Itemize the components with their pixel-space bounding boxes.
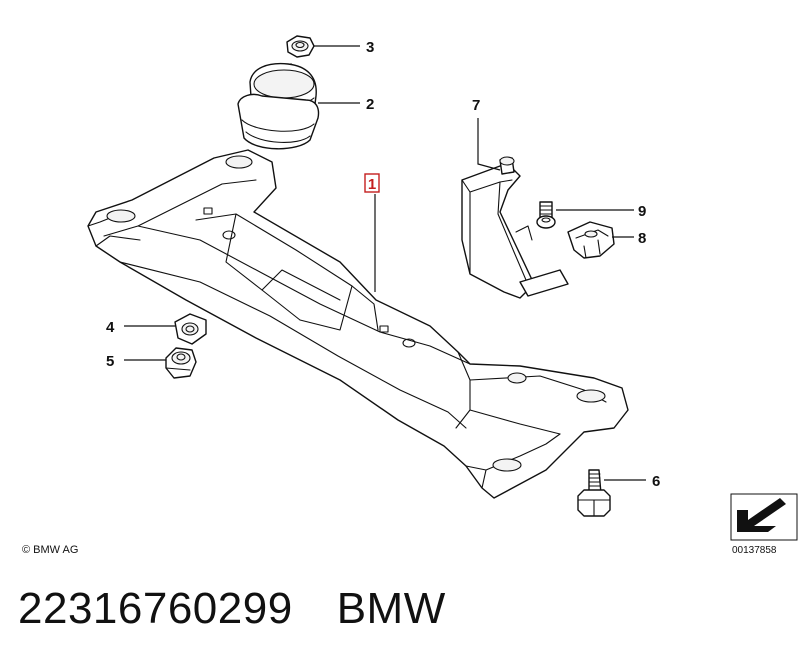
part-8-clip-nut <box>567 221 615 259</box>
reference-code: 00137858 <box>732 545 777 556</box>
copyright-notice: © BMW AG <box>22 544 78 556</box>
direction-arrow-icon <box>730 493 798 541</box>
part-number-line: 22316760299 BMW <box>18 584 446 634</box>
part-3-nut <box>286 35 315 58</box>
part-1-crossmember <box>87 149 629 499</box>
leader-lines <box>124 45 646 481</box>
part-number: 22316760299 <box>18 584 293 633</box>
callout-8: 8 <box>638 230 646 247</box>
callout-6: 6 <box>652 473 660 490</box>
callout-labels: 1 2 3 4 5 6 7 8 9 <box>106 39 660 490</box>
brand-name: BMW <box>336 584 446 633</box>
callout-7: 7 <box>472 97 480 114</box>
part-9-screw <box>536 201 556 229</box>
callout-1-highlight-box <box>364 173 380 193</box>
callout-9: 9 <box>638 203 646 220</box>
callout-2: 2 <box>366 96 374 113</box>
callout-1: 1 <box>368 176 376 193</box>
part-4-washer <box>174 313 207 345</box>
part-6-bolt <box>577 469 611 517</box>
callout-5: 5 <box>106 353 114 370</box>
part-7-bracket <box>461 156 569 299</box>
callout-4: 4 <box>106 319 115 336</box>
callout-3: 3 <box>366 39 374 56</box>
part-5-nut <box>165 347 197 379</box>
part-2-rubber-mount <box>237 62 320 150</box>
